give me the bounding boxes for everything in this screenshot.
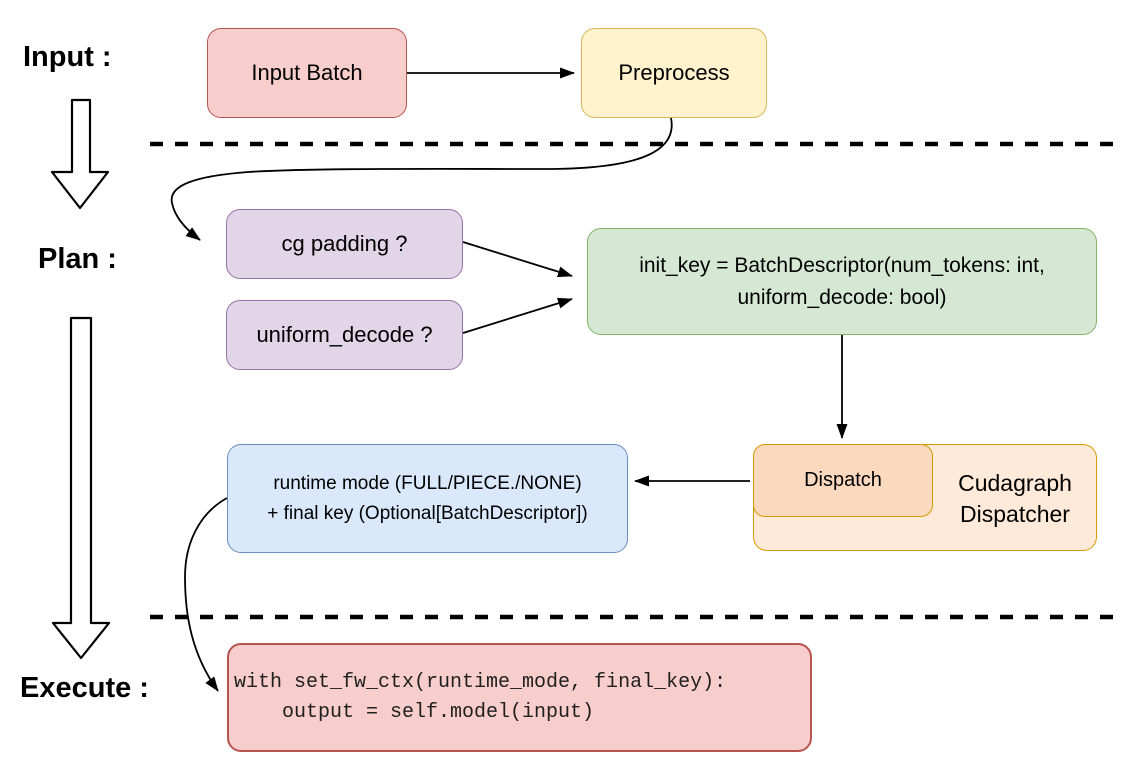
stage-label-input: Input : (23, 41, 112, 73)
init-key-node: init_key = BatchDescriptor(num_tokens: i… (587, 228, 1097, 335)
input-batch-node: Input Batch (207, 28, 407, 118)
execute-code-node: with set_fw_ctx(runtime_mode, final_key)… (227, 643, 812, 752)
cg-padding-node: cg padding ? (226, 209, 463, 279)
arrow-runtimemode-to-executecode (184, 497, 228, 692)
arrow-cgpadding-to-initkey (462, 241, 573, 278)
cudagraph-dispatcher-label: Cudagraph Dispatcher (958, 469, 1072, 527)
stage-label-execute: Execute : (20, 672, 149, 704)
block-arrow-plan-to-execute (51, 316, 111, 660)
block-arrow-input-to-plan (50, 98, 110, 210)
dispatch-node: Dispatch (753, 444, 933, 517)
preprocess-node: Preprocess (581, 28, 767, 118)
arrow-preprocess-to-cgpadding (170, 117, 673, 241)
uniform-decode-node: uniform_decode ? (226, 300, 463, 370)
arrow-uniformdecode-to-initkey (462, 297, 573, 334)
stage-label-plan: Plan : (38, 243, 117, 275)
runtime-mode-node: runtime mode (FULL/PIECE./NONE) + final … (227, 444, 628, 553)
